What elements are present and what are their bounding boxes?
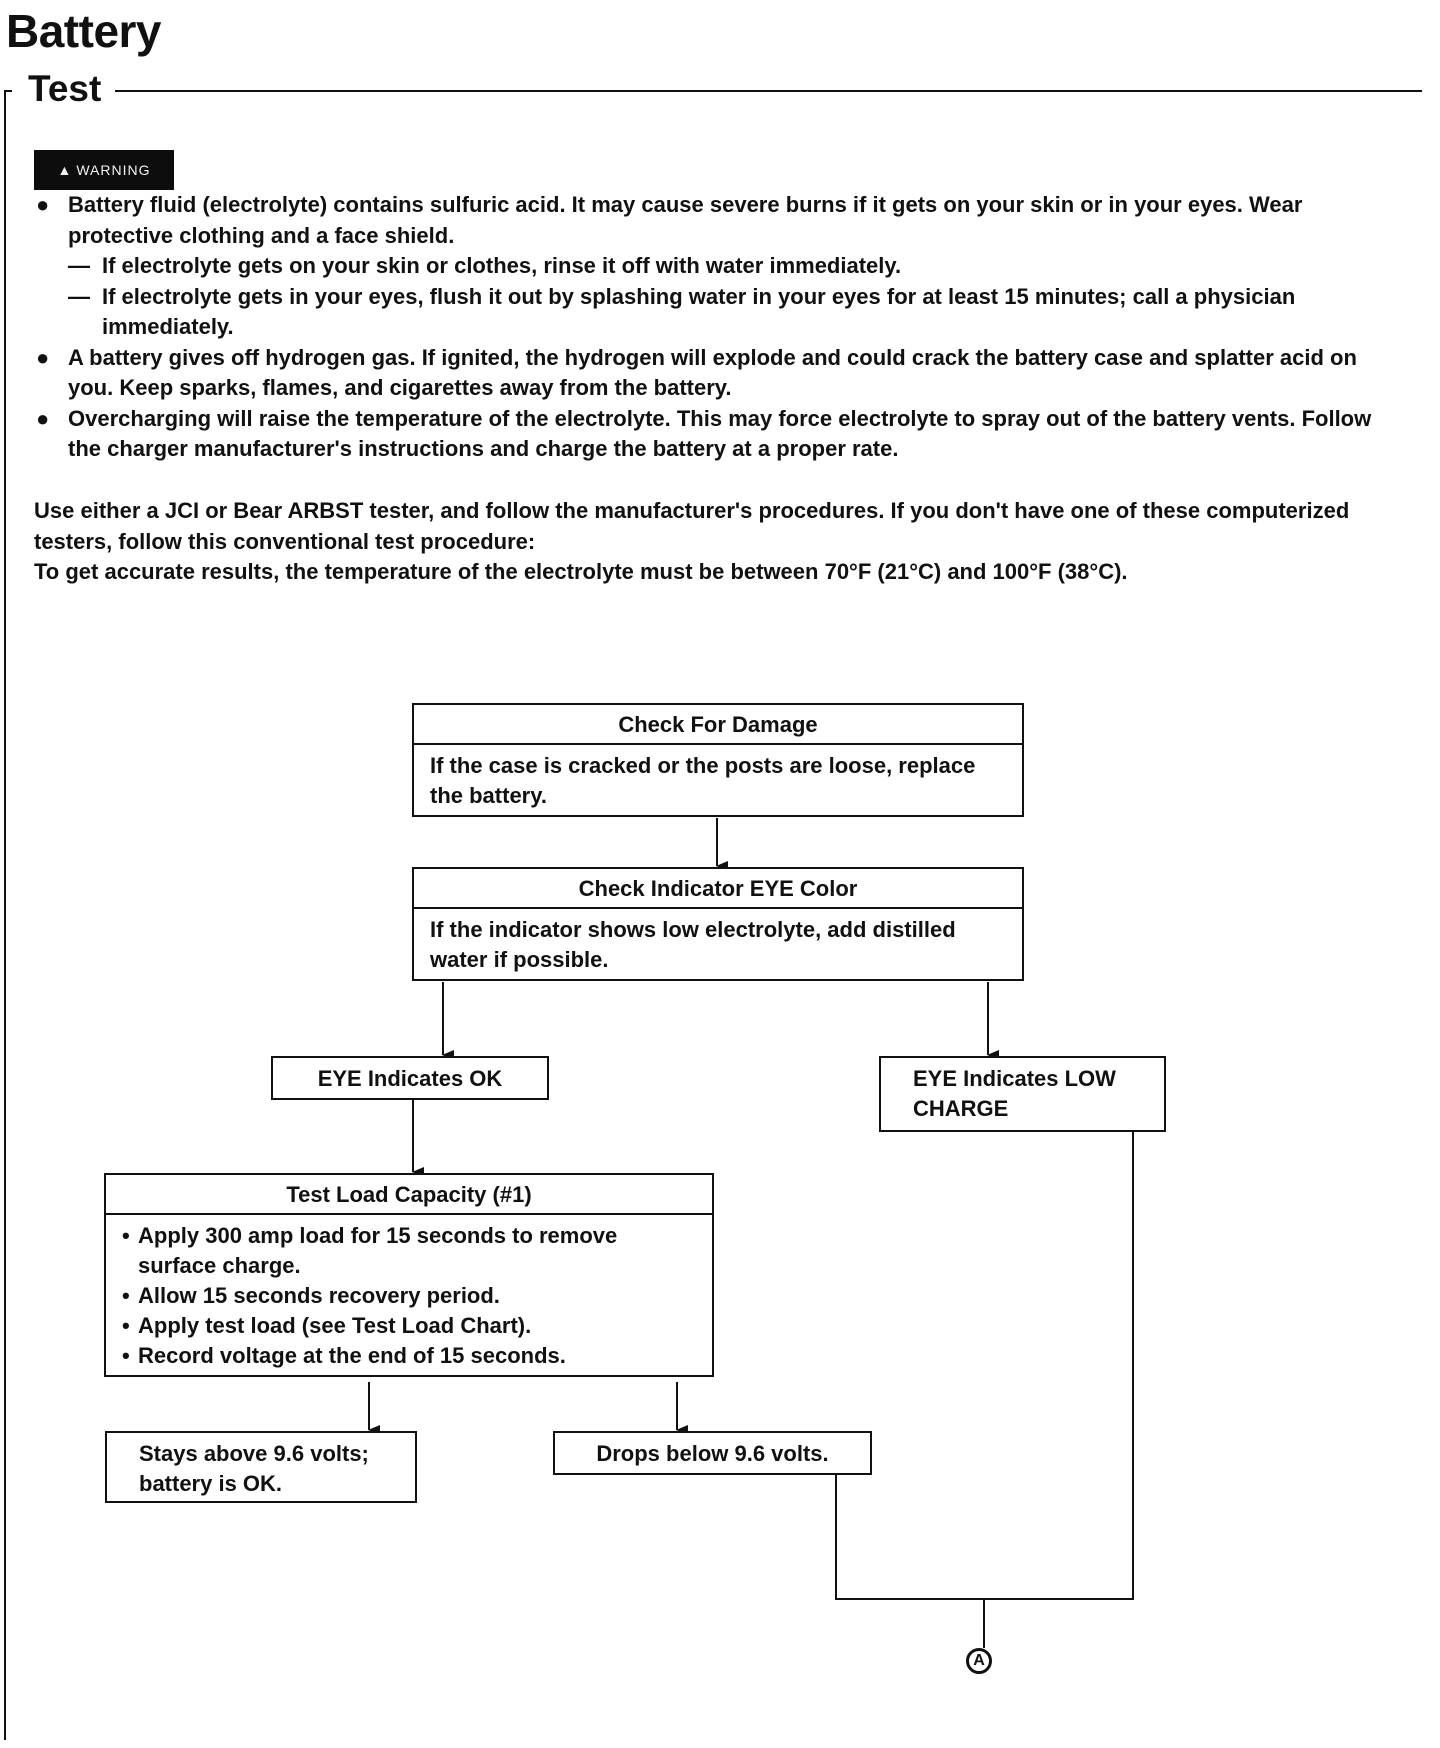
dash-icon: — xyxy=(68,253,90,278)
test-step: Apply test load (see Test Load Chart). xyxy=(122,1311,696,1341)
test-step: Allow 15 seconds recovery period. xyxy=(122,1281,696,1311)
warning-text: A battery gives off hydrogen gas. If ign… xyxy=(68,344,1357,401)
test-steps-list: Apply 300 amp load for 15 seconds to rem… xyxy=(122,1221,696,1371)
warning-badge-label: WARNING xyxy=(76,162,151,178)
line-merge xyxy=(835,1132,1134,1600)
warning-badge: ▲ WARNING xyxy=(34,150,174,190)
warning-text: Battery fluid (electrolyte) contains sul… xyxy=(68,192,1303,248)
connector-a-icon: A xyxy=(966,1648,992,1674)
page-title: Battery xyxy=(6,5,162,57)
check-damage-box: Check For Damage If the case is cracked … xyxy=(412,703,1024,817)
section-title: Test xyxy=(12,68,116,110)
above-volts-box: Stays above 9.6 volts; battery is OK. xyxy=(105,1431,417,1503)
warning-item: ● Battery fluid (electrolyte) contains s… xyxy=(34,190,1404,251)
bullet-icon: ● xyxy=(36,344,50,370)
box-body: Apply 300 amp load for 15 seconds to rem… xyxy=(106,1215,712,1375)
warning-text: Overcharging will raise the temperature … xyxy=(68,405,1372,462)
below-volts-box: Drops below 9.6 volts. xyxy=(553,1431,872,1475)
warning-subtext: If electrolyte gets on your skin or clot… xyxy=(102,253,902,278)
dash-icon: — xyxy=(68,283,90,309)
intro-line: Use either a JCI or Bear ARBST tester, a… xyxy=(34,498,1350,554)
box-body: If the indicator shows low electrolyte, … xyxy=(430,917,956,972)
warning-triangle-icon: ▲ xyxy=(57,162,73,178)
section-rule xyxy=(4,90,1422,92)
warning-subitem: — If electrolyte gets on your skin or cl… xyxy=(34,251,1404,282)
warning-subtext: If electrolyte gets in your eyes, flush … xyxy=(102,283,1296,340)
test-step: Apply 300 amp load for 15 seconds to rem… xyxy=(122,1221,696,1281)
bullet-icon: ● xyxy=(36,405,50,431)
box-body: If the case is cracked or the posts are … xyxy=(430,753,976,808)
intro-text: Use either a JCI or Bear ARBST tester, a… xyxy=(34,496,1404,588)
test-step: Record voltage at the end of 15 seconds. xyxy=(122,1341,696,1371)
box-title: Test Load Capacity (#1) xyxy=(106,1175,712,1215)
intro-line: To get accurate results, the temperature… xyxy=(34,559,1128,584)
box-title: Check Indicator EYE Color xyxy=(414,869,1022,909)
bullet-icon: ● xyxy=(36,192,50,217)
test-load-box: Test Load Capacity (#1) Apply 300 amp lo… xyxy=(104,1173,714,1377)
box-title: Check For Damage xyxy=(414,705,1022,745)
warning-item: ● A battery gives off hydrogen gas. If i… xyxy=(34,343,1404,404)
warning-subitem: — If electrolyte gets in your eyes, flus… xyxy=(34,282,1404,343)
warning-item: ● Overcharging will raise the temperatur… xyxy=(34,404,1404,465)
eye-ok-box: EYE Indicates OK xyxy=(271,1056,549,1100)
eye-low-box: EYE Indicates LOW CHARGE xyxy=(879,1056,1166,1132)
section-left-rule xyxy=(4,90,6,1740)
warning-list: ● Battery fluid (electrolyte) contains s… xyxy=(34,190,1404,465)
check-eye-box: Check Indicator EYE Color If the indicat… xyxy=(412,867,1024,981)
